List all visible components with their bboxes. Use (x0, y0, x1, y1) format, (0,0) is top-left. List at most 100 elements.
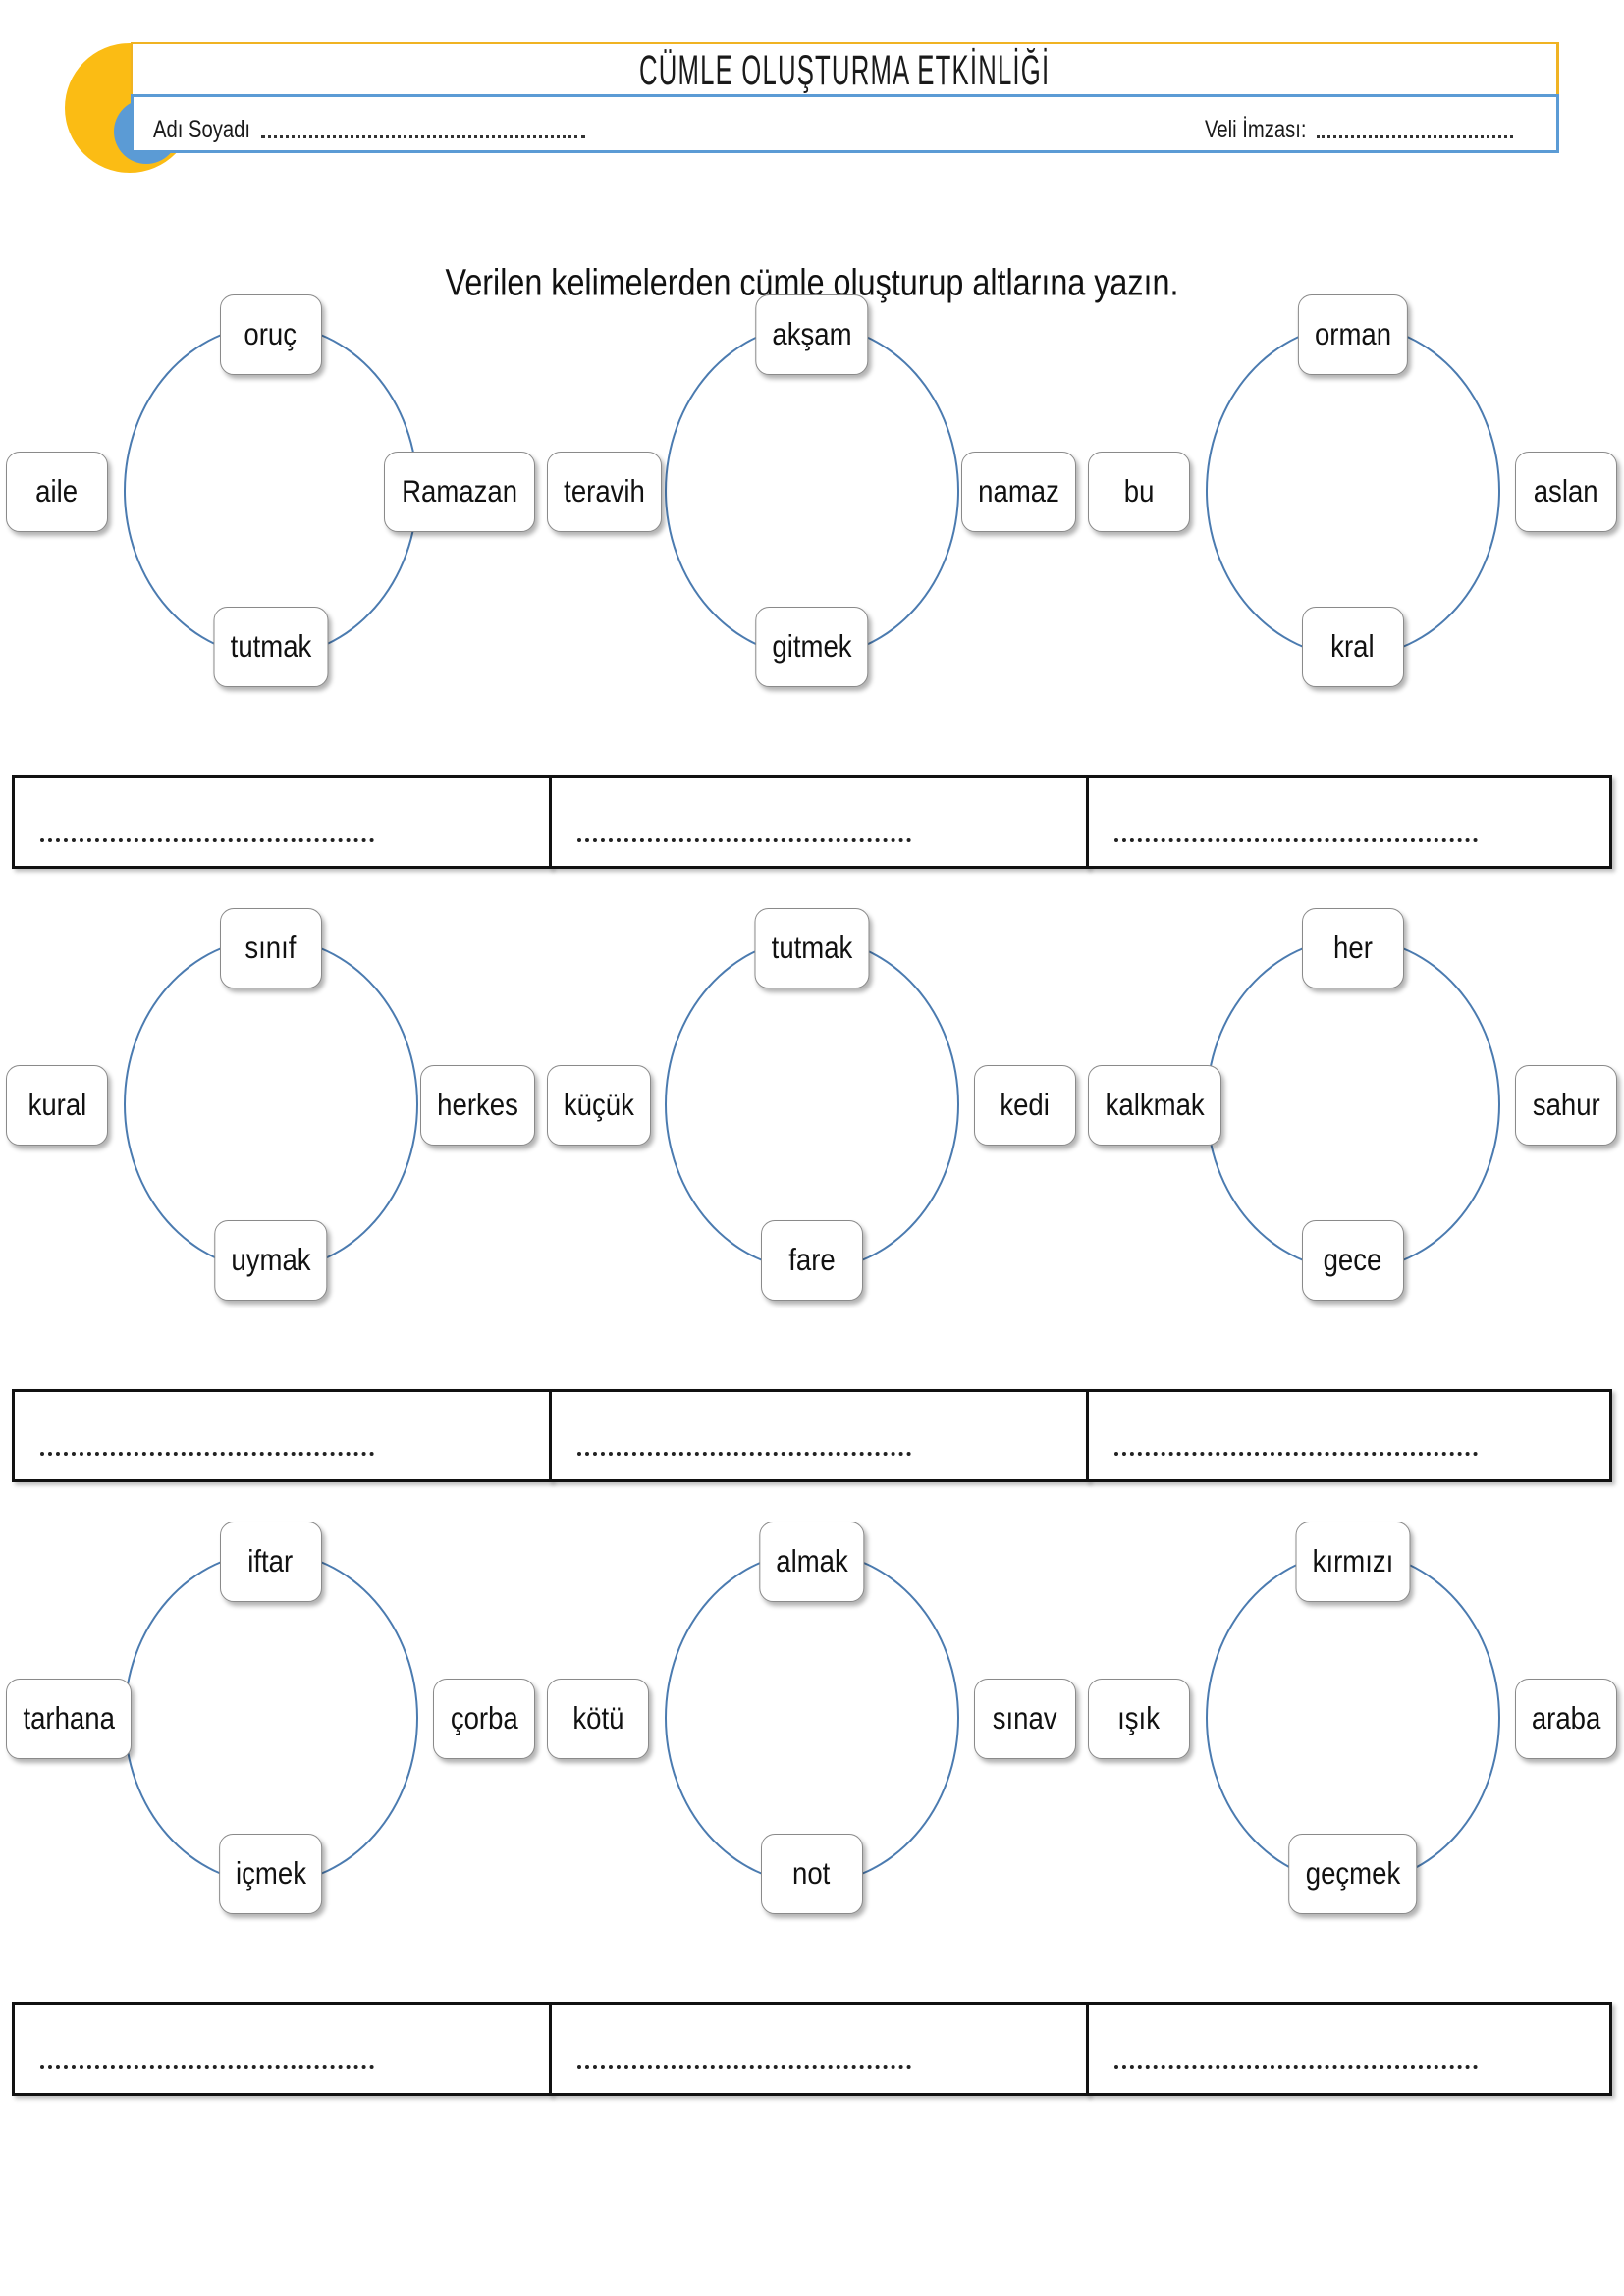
word-box-right[interactable]: aslan (1515, 452, 1617, 532)
signature-label: Veli İmzası: (1204, 115, 1307, 143)
word-box-bottom[interactable]: tutmak (212, 607, 329, 687)
word-box-bottom[interactable]: gitmek (754, 607, 869, 687)
word-label: kral (1330, 628, 1375, 665)
word-group-5: tutmak küçük kedi fare (541, 908, 1082, 1301)
word-box-top[interactable]: akşam (754, 294, 869, 375)
word-box-top[interactable]: sınıf (219, 908, 322, 988)
word-box-right[interactable]: sahur (1515, 1065, 1617, 1146)
word-box-bottom[interactable]: not (760, 1834, 863, 1914)
answer-box[interactable] (1086, 775, 1612, 869)
answer-write-line[interactable] (1114, 2061, 1478, 2069)
word-label: tutmak (230, 628, 311, 665)
word-box-bottom[interactable]: gece (1301, 1220, 1404, 1301)
answer-write-line[interactable] (40, 1448, 374, 1456)
word-group-3: orman bu aslan kral (1082, 294, 1623, 687)
worksheet-header: CÜMLE OLUŞTURMA ETKİNLİĞİ Adı Soyadı Vel… (0, 0, 1624, 226)
word-box-left[interactable]: kalkmak (1088, 1065, 1222, 1146)
word-label: içmek (235, 1855, 306, 1892)
signature-write-line[interactable] (1317, 132, 1513, 138)
answer-write-line[interactable] (1114, 1448, 1478, 1456)
word-label: uymak (230, 1242, 311, 1278)
word-box-right[interactable]: kedi (974, 1065, 1076, 1146)
word-group-row: sınıf kural herkes uymak tutmak küçük ke… (0, 908, 1624, 1301)
word-label: kedi (1000, 1087, 1051, 1123)
word-box-top[interactable]: iftar (219, 1522, 322, 1602)
word-box-bottom[interactable]: içmek (218, 1834, 323, 1914)
answer-box[interactable] (12, 775, 552, 869)
word-label: teravih (564, 473, 645, 509)
word-box-left[interactable]: küçük (547, 1065, 651, 1146)
word-label: bu (1123, 473, 1155, 509)
word-group-6: her kalkmak sahur gece (1082, 908, 1623, 1301)
answer-write-line[interactable] (1114, 834, 1478, 842)
word-label: namaz (978, 473, 1059, 509)
word-box-bottom[interactable]: uymak (213, 1220, 328, 1301)
word-label: sınav (993, 1700, 1057, 1736)
word-label: Ramazan (401, 473, 517, 509)
word-box-left[interactable]: kural (6, 1065, 108, 1146)
word-label: geçmek (1305, 1855, 1400, 1892)
answer-write-line[interactable] (577, 834, 911, 842)
word-box-left[interactable]: aile (6, 452, 108, 532)
word-box-top[interactable]: orman (1297, 294, 1408, 375)
word-label: tutmak (771, 930, 852, 966)
word-label: almak (775, 1543, 848, 1579)
name-label: Adı Soyadı (153, 115, 251, 143)
word-box-left[interactable]: bu (1088, 452, 1190, 532)
word-label: tarhana (23, 1700, 115, 1736)
word-box-right[interactable]: sınav (974, 1679, 1076, 1759)
student-info-box: Adı Soyadı Veli İmzası: (131, 94, 1559, 153)
answer-write-line[interactable] (577, 2061, 911, 2069)
word-box-top[interactable]: oruç (219, 294, 322, 375)
word-group-4: sınıf kural herkes uymak (0, 908, 541, 1301)
answer-box[interactable] (549, 2002, 1089, 2096)
answer-box[interactable] (12, 1389, 552, 1482)
word-label: kalkmak (1105, 1087, 1205, 1123)
word-group-row: iftar tarhana çorba içmek almak kötü sın… (0, 1522, 1624, 1914)
word-box-top[interactable]: her (1301, 908, 1404, 988)
word-label: iftar (247, 1543, 294, 1579)
word-box-bottom[interactable]: kral (1301, 607, 1404, 687)
word-box-left[interactable]: tarhana (6, 1679, 133, 1759)
answer-write-line[interactable] (40, 2061, 374, 2069)
word-box-bottom[interactable]: geçmek (1287, 1834, 1418, 1914)
title-box: CÜMLE OLUŞTURMA ETKİNLİĞİ (131, 42, 1559, 98)
word-label: gitmek (771, 628, 852, 665)
word-label: kötü (571, 1700, 624, 1736)
word-box-right[interactable]: herkes (419, 1065, 535, 1146)
word-group-9: kırmızı ışık araba geçmek (1082, 1522, 1623, 1914)
word-box-right[interactable]: çorba (433, 1679, 535, 1759)
answer-write-line[interactable] (577, 1448, 911, 1456)
word-label: aslan (1534, 473, 1598, 509)
word-box-left[interactable]: teravih (547, 452, 663, 532)
signature-field[interactable]: Veli İmzası: (1205, 115, 1513, 144)
answer-box[interactable] (549, 775, 1089, 869)
word-box-right[interactable]: araba (1514, 1679, 1617, 1759)
word-box-left[interactable]: ışık (1088, 1679, 1190, 1759)
word-group-1: oruç aile Ramazan tutmak (0, 294, 541, 687)
word-label: akşam (771, 316, 852, 352)
answer-row (12, 2002, 1612, 2096)
word-label: kural (27, 1087, 86, 1123)
word-group-row: oruç aile Ramazan tutmak akşam teravih n… (0, 294, 1624, 687)
word-label: herkes (437, 1087, 518, 1123)
answer-write-line[interactable] (40, 834, 374, 842)
word-box-bottom[interactable]: fare (760, 1220, 863, 1301)
word-label: kırmızı (1312, 1543, 1393, 1579)
answer-box[interactable] (12, 2002, 552, 2096)
word-box-right[interactable]: namaz (960, 452, 1076, 532)
answer-box[interactable] (1086, 1389, 1612, 1482)
name-write-line[interactable] (260, 132, 585, 138)
word-box-top[interactable]: kırmızı (1295, 1522, 1410, 1602)
word-box-right[interactable]: Ramazan (383, 452, 535, 532)
word-label: fare (787, 1242, 836, 1278)
word-label: aile (35, 473, 79, 509)
answer-box[interactable] (1086, 2002, 1612, 2096)
name-field[interactable]: Adı Soyadı (153, 115, 585, 144)
word-group-7: iftar tarhana çorba içmek (0, 1522, 541, 1914)
word-box-top[interactable]: tutmak (753, 908, 870, 988)
word-box-left[interactable]: kötü (547, 1679, 649, 1759)
word-box-top[interactable]: almak (758, 1522, 865, 1602)
answer-box[interactable] (549, 1389, 1089, 1482)
word-label: not (792, 1855, 831, 1892)
